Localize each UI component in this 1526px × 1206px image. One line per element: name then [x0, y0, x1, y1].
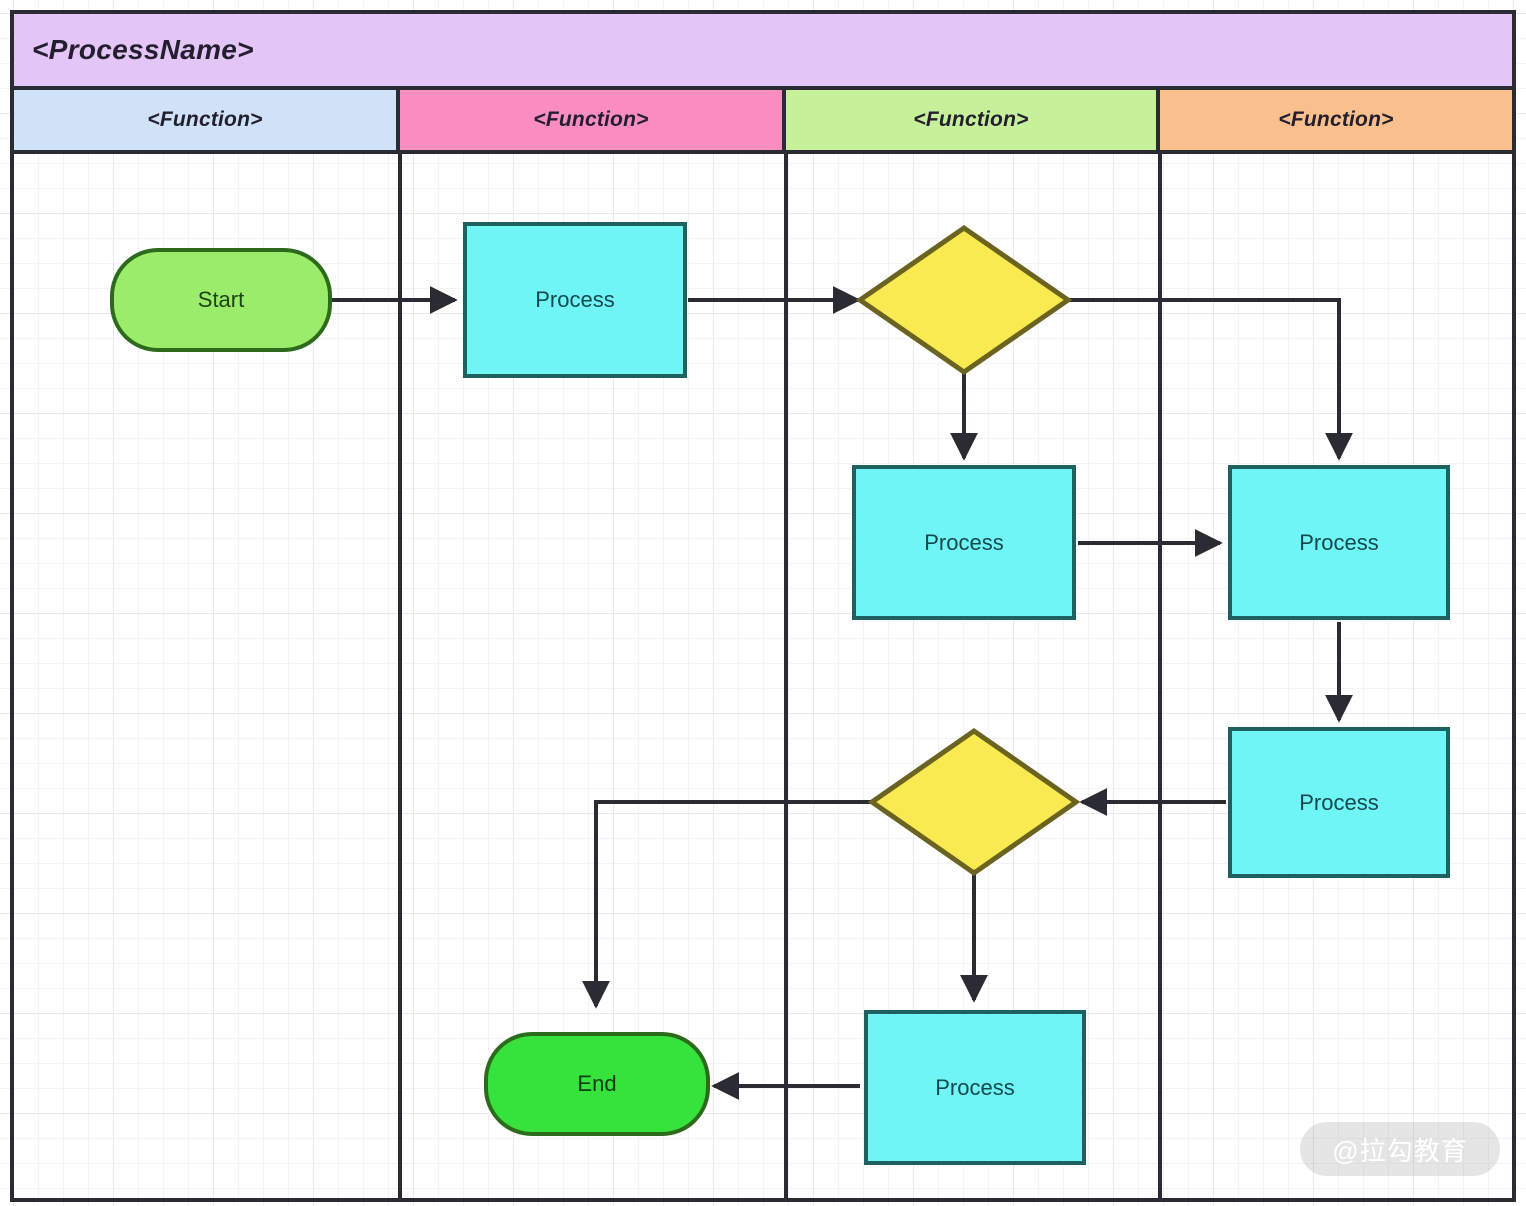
lane-header-1: <Function>: [400, 90, 786, 154]
watermark-text: @拉勾教育: [1332, 1135, 1468, 1166]
node-process-1[interactable]: Process: [463, 222, 687, 378]
node-process-5-label: Process: [935, 1074, 1015, 1100]
lane-header-0: <Function>: [14, 90, 400, 154]
lane-header-3: <Function>: [1160, 90, 1512, 154]
node-process-3-label: Process: [1299, 529, 1379, 555]
lane-divider-2: [784, 154, 788, 1198]
node-start[interactable]: Start: [110, 248, 332, 352]
lane-label-1: <Function>: [533, 108, 649, 131]
process-name-label: <ProcessName>: [32, 34, 254, 65]
node-end[interactable]: End: [484, 1032, 710, 1136]
lane-divider-3: [1158, 154, 1162, 1198]
process-title-band: <ProcessName>: [14, 14, 1512, 90]
lane-label-2: <Function>: [913, 108, 1029, 131]
node-process-2[interactable]: Process: [852, 465, 1076, 620]
watermark: @拉勾教育: [1300, 1122, 1500, 1176]
node-process-3[interactable]: Process: [1228, 465, 1450, 620]
lane-divider-1: [398, 154, 402, 1198]
node-process-4[interactable]: Process: [1228, 727, 1450, 878]
node-start-label: Start: [197, 287, 245, 312]
node-end-label: End: [577, 1071, 617, 1096]
node-process-5[interactable]: Process: [864, 1010, 1086, 1165]
swimlane-frame: [10, 10, 1516, 1202]
lane-label-3: <Function>: [1278, 108, 1394, 131]
node-process-2-label: Process: [924, 529, 1004, 555]
node-process-4-label: Process: [1299, 789, 1379, 815]
lane-header-2: <Function>: [786, 90, 1160, 154]
decision-1-diamond: [855, 224, 1073, 376]
lane-label-0: <Function>: [147, 108, 263, 131]
node-process-1-label: Process: [535, 287, 615, 312]
decision-2-diamond: [867, 727, 1081, 877]
